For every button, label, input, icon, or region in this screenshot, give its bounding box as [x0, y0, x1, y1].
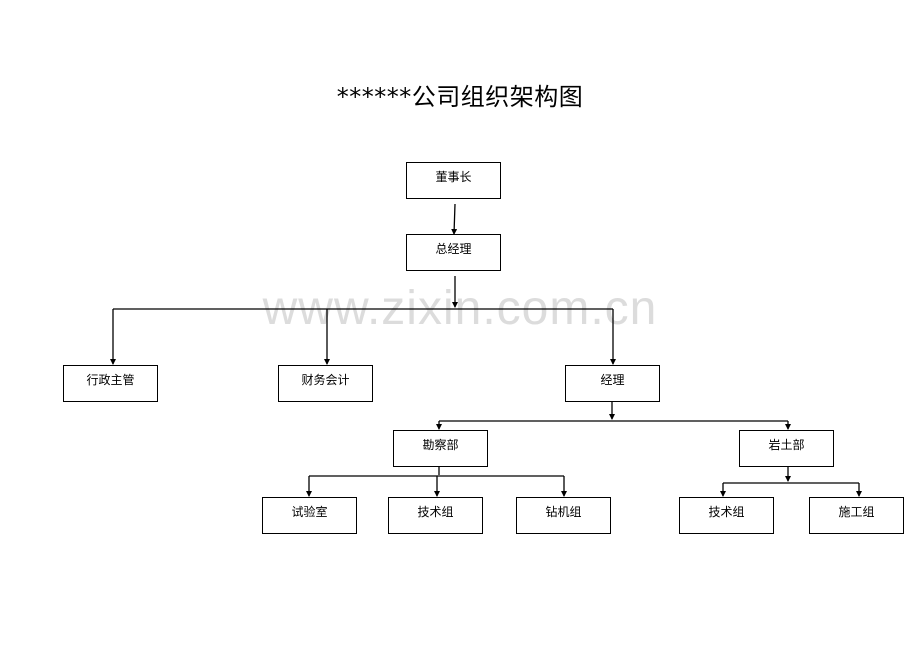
node-chairman: 董事长: [406, 162, 501, 199]
node-survey-dept-label: 勘察部: [422, 437, 459, 452]
node-survey-dept: 勘察部: [393, 430, 488, 467]
node-geotech-dept: 岩土部: [739, 430, 834, 467]
node-general-manager: 总经理: [406, 234, 501, 271]
node-admin-supervisor: 行政主管: [63, 365, 158, 402]
node-finance-accounting: 财务会计: [278, 365, 373, 402]
node-tech-group-geotech-label: 技术组: [708, 504, 745, 519]
node-laboratory-label: 试验室: [291, 504, 328, 519]
node-construction-group: 施工组: [809, 497, 904, 534]
node-drilling-group: 钻机组: [516, 497, 611, 534]
node-geotech-dept-label: 岩土部: [768, 437, 805, 452]
node-chairman-label: 董事长: [435, 169, 472, 184]
node-admin-supervisor-label: 行政主管: [86, 372, 135, 387]
node-tech-group-geotech: 技术组: [679, 497, 774, 534]
node-finance-accounting-label: 财务会计: [301, 372, 350, 387]
node-tech-group-survey: 技术组: [388, 497, 483, 534]
connector-chairman-gm: [451, 203, 458, 235]
node-construction-group-label: 施工组: [838, 504, 875, 519]
node-drilling-group-label: 钻机组: [545, 504, 582, 519]
node-general-manager-label: 总经理: [435, 241, 472, 256]
node-laboratory: 试验室: [262, 497, 357, 534]
node-manager-label: 经理: [600, 372, 625, 387]
node-manager: 经理: [565, 365, 660, 402]
node-tech-group-survey-label: 技术组: [417, 504, 454, 519]
page-title: ******公司组织架构图: [336, 83, 584, 111]
